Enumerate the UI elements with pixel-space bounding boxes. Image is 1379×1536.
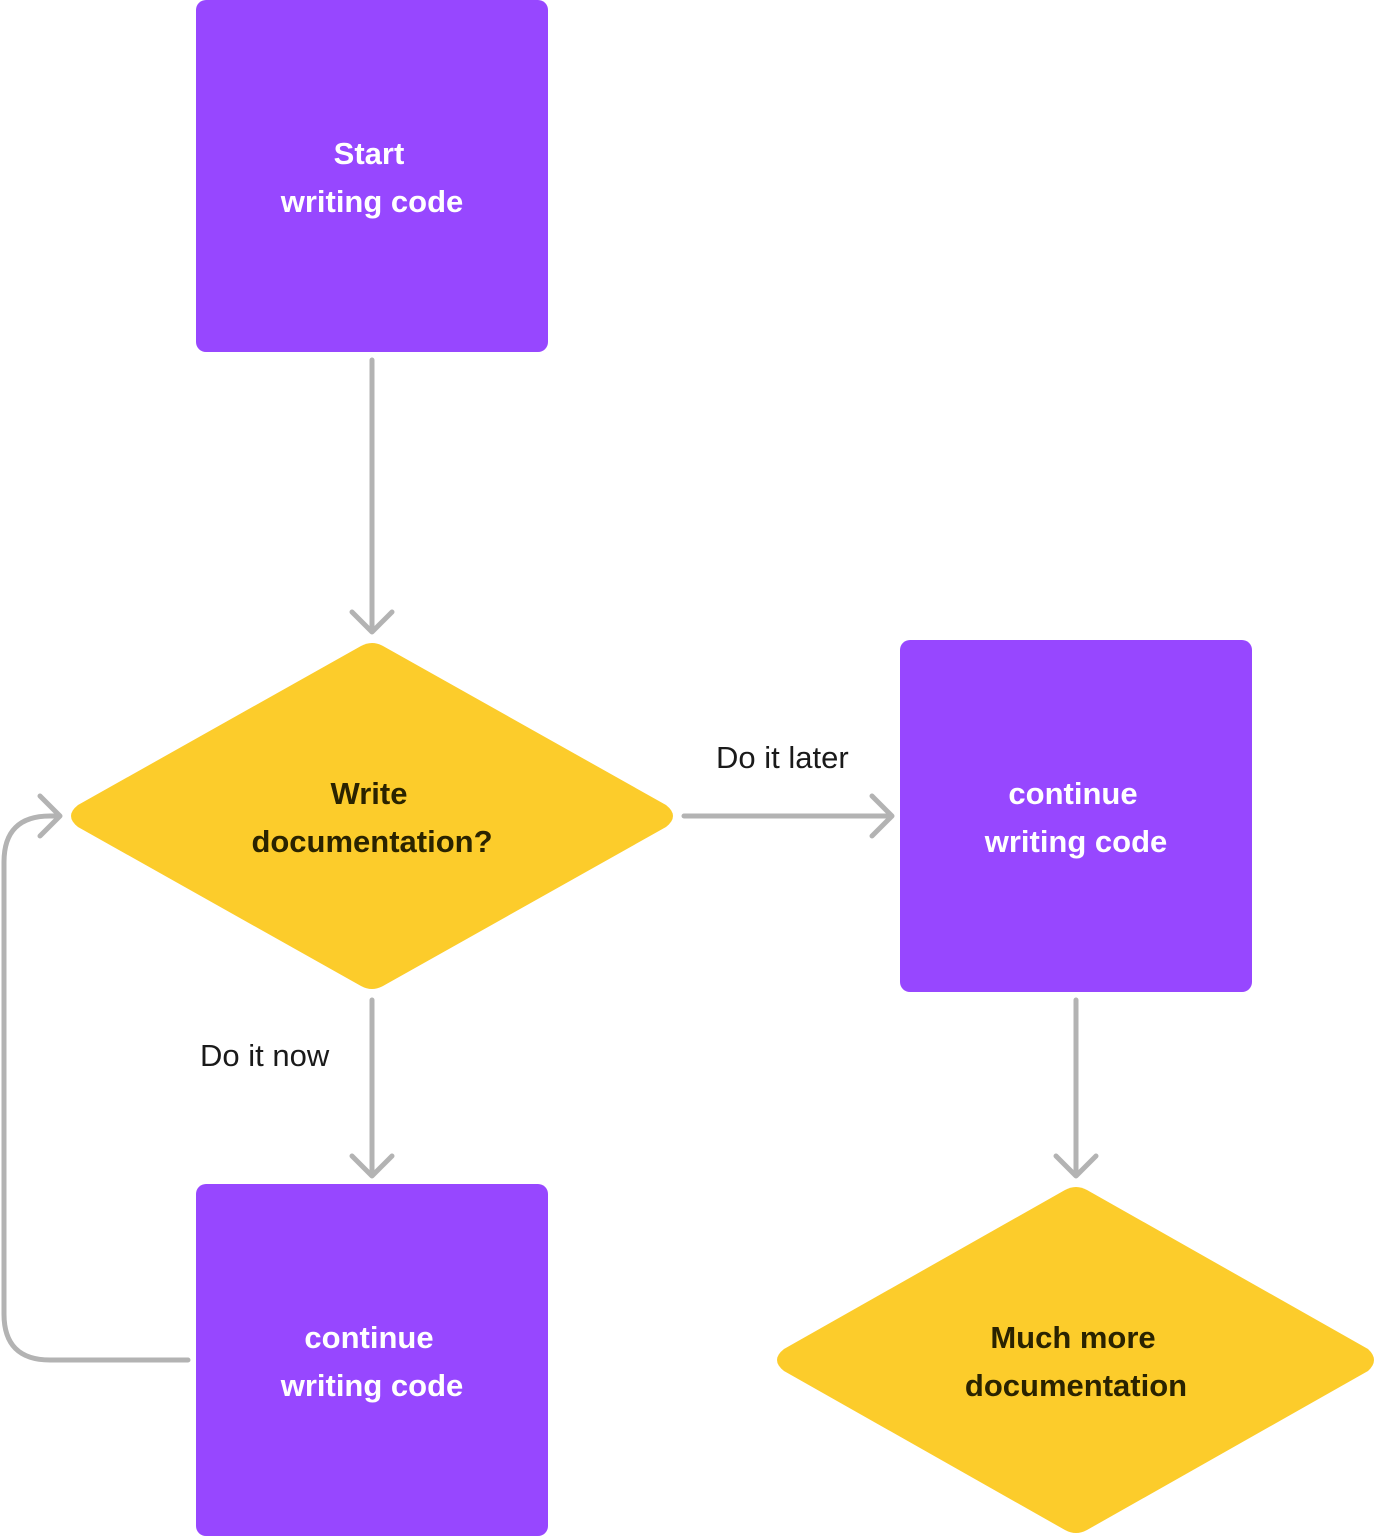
node-decision-line2: documentation? [251,824,492,859]
arrowhead-decision-to-continue-right [869,793,895,839]
node-continue-bottom-line2: writing code [280,1368,464,1403]
process-box-continue-right [900,640,1252,992]
node-end-line1: Much more [990,1320,1155,1355]
node-start-line2: writing code [280,184,464,219]
process-box-start [196,0,548,352]
decision-diamond [71,643,673,989]
node-continue-right-line1: continue [1008,776,1137,811]
edge-label-do-it-now: Do it now [200,1038,330,1073]
node-decision-line1: Write [331,776,408,811]
node-continue-bottom: continue writing code [196,1184,548,1536]
arrowhead-loop-back-to-decision [37,793,63,839]
end-diamond [777,1187,1374,1533]
node-start: Start writing code [196,0,548,352]
connector-loop-back-to-decision [1,813,191,1363]
node-continue-right: continue writing code [900,640,1252,992]
node-decision: Write documentation? [71,643,673,989]
connectors [1,357,1099,1363]
arrowhead-continue-right-to-end [1053,1153,1099,1179]
node-continue-right-line2: writing code [984,824,1168,859]
node-start-line1: Start [334,136,405,171]
arrowhead-start-to-decision [349,609,395,635]
node-end-line2: documentation [965,1368,1187,1403]
process-box-continue-bottom [196,1184,548,1536]
node-continue-bottom-line1: continue [304,1320,433,1355]
arrowhead-decision-to-continue-bottom [349,1153,395,1179]
edge-label-do-it-later: Do it later [716,740,849,775]
node-end: Much more documentation [777,1187,1374,1533]
